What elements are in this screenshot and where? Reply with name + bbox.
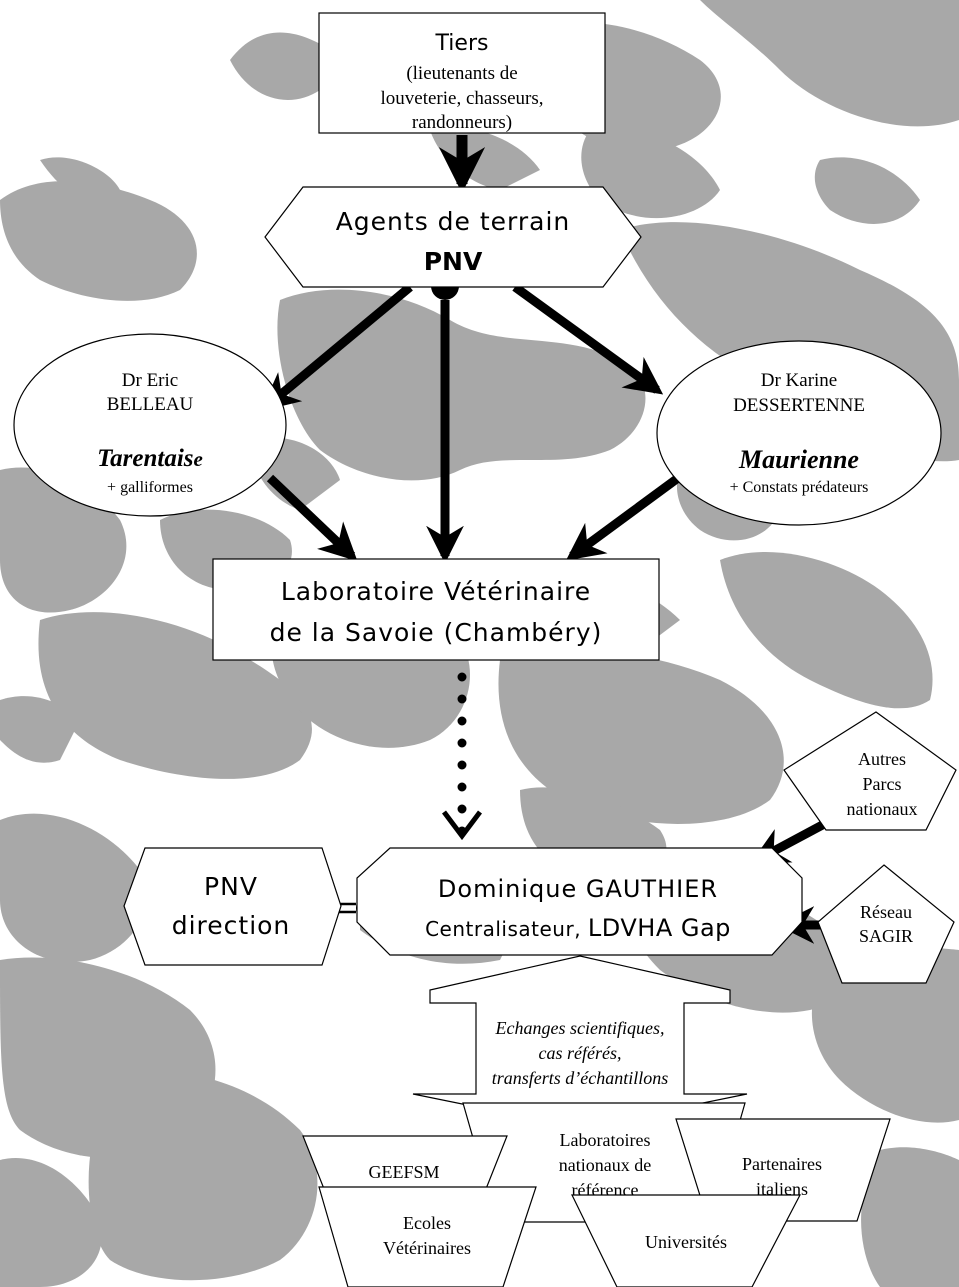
node-gauthier: Dominique GAUTHIER Centralisateur, LDVHA… — [356, 847, 803, 956]
node-autres-parcs: Autres Parcs nationaux — [783, 711, 957, 831]
node-labo-savoie: Laboratoire Vétérinaire de la Savoie (Ch… — [212, 558, 660, 661]
svg-text:cas référés,: cas référés, — [539, 1043, 622, 1063]
svg-text:Tarentaise: Tarentaise — [97, 445, 203, 472]
svg-text:de la Savoie (Chambéry): de la Savoie (Chambéry) — [270, 618, 603, 647]
svg-text:Dr Karine: Dr Karine — [761, 370, 838, 391]
svg-text:Autres: Autres — [858, 749, 906, 769]
svg-text:Vétérinaires: Vétérinaires — [383, 1238, 471, 1258]
node-echanges: Echanges scientifiques, cas référés, tra… — [412, 955, 748, 1129]
svg-text:PNV: PNV — [424, 247, 483, 276]
svg-text:transferts d’échantillons: transferts d’échantillons — [492, 1068, 669, 1088]
svg-text:(lieutenants de: (lieutenants de — [406, 63, 517, 84]
svg-text:Partenaires: Partenaires — [742, 1154, 822, 1174]
svg-text:Centralisateur, LDVHA Gap: Centralisateur, LDVHA Gap — [425, 914, 731, 942]
tiers-title: Tiers — [435, 31, 489, 56]
svg-text:Dr Eric: Dr Eric — [122, 370, 178, 391]
svg-text:PNV: PNV — [204, 872, 258, 901]
arrow-agents-to-dessertenne — [512, 283, 664, 395]
svg-text:BELLEAU: BELLEAU — [107, 394, 194, 415]
svg-text:louveterie, chasseurs,: louveterie, chasseurs, — [380, 88, 543, 109]
svg-text:Echanges scientifiques,: Echanges scientifiques, — [495, 1018, 665, 1038]
node-sagir: Réseau SAGIR — [817, 864, 955, 984]
svg-text:+ Constats prédateurs: + Constats prédateurs — [730, 479, 869, 496]
svg-text:Ecoles: Ecoles — [403, 1213, 451, 1233]
node-belleau: Dr Eric BELLEAU Tarentaise + galliformes — [13, 333, 287, 517]
node-agents-terrain: Agents de terrain PNV — [264, 186, 642, 288]
svg-text:SAGIR: SAGIR — [859, 926, 913, 946]
node-pnv-direction: PNV direction — [123, 847, 342, 966]
arrow-dessertenne-to-labo — [565, 474, 681, 561]
node-dessertenne: Dr Karine DESSERTENNE Maurienne + Consta… — [656, 340, 942, 526]
svg-text:Laboratoires: Laboratoires — [560, 1130, 651, 1150]
svg-text:Dominique GAUTHIER: Dominique GAUTHIER — [438, 875, 718, 903]
svg-text:Réseau: Réseau — [860, 902, 912, 922]
svg-text:italiens: italiens — [756, 1179, 808, 1199]
svg-text:Parcs: Parcs — [863, 774, 902, 794]
node-tiers: Tiers (lieutenants de louveterie, chasse… — [318, 12, 606, 134]
node-ecoles: Ecoles Vétérinaires — [318, 1186, 537, 1287]
arrow-agents-to-belleau — [261, 283, 413, 411]
svg-text:Maurienne: Maurienne — [738, 445, 859, 474]
svg-text:GEEFSM: GEEFSM — [368, 1162, 439, 1182]
svg-text:randonneurs): randonneurs) — [412, 112, 512, 133]
svg-text:+ galliformes: + galliformes — [107, 479, 193, 496]
svg-text:DESSERTENNE: DESSERTENNE — [733, 395, 865, 416]
svg-text:nationaux: nationaux — [847, 799, 918, 819]
svg-text:Agents de terrain: Agents de terrain — [336, 207, 571, 236]
node-universites: Universités — [571, 1194, 801, 1287]
arrow-belleau-to-labo — [266, 474, 358, 562]
svg-text:direction: direction — [172, 911, 291, 940]
svg-text:Laboratoire Vétérinaire: Laboratoire Vétérinaire — [281, 577, 591, 606]
svg-text:Universités: Universités — [645, 1232, 727, 1252]
svg-text:nationaux de: nationaux de — [559, 1155, 651, 1175]
open-arrowhead-to-gauthier — [442, 810, 482, 841]
